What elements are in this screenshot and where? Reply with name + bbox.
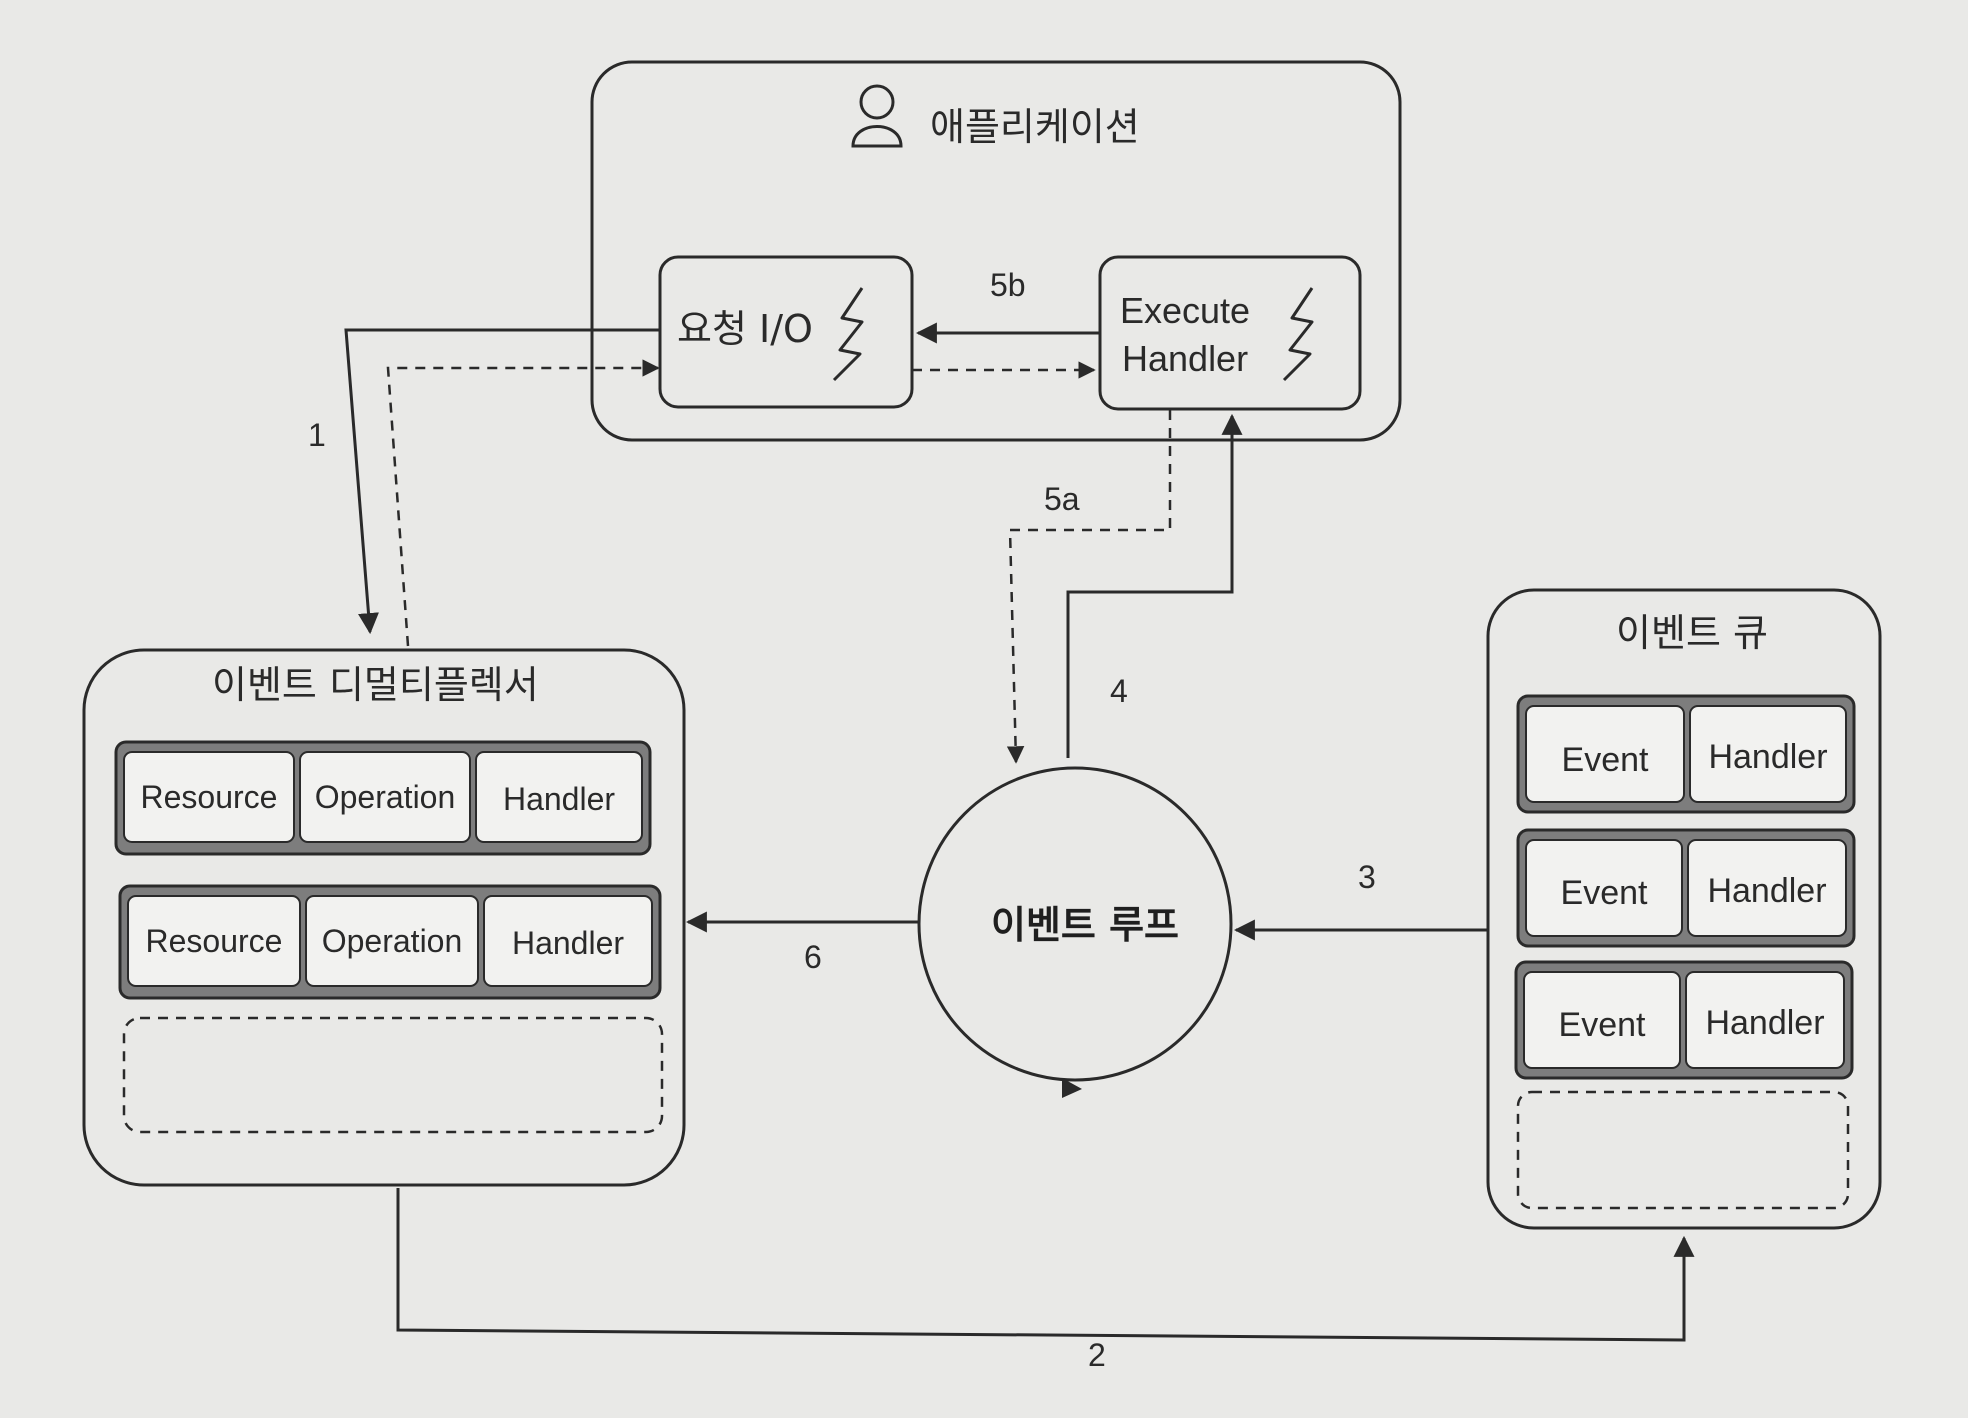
step-label-3: 3 [1358, 859, 1376, 895]
event-loop-circle: 이벤트 루프 [917, 766, 1233, 1098]
arrow-dashed-return-to-io [386, 359, 660, 647]
handler-cell: Handler [1705, 1004, 1824, 1042]
handler-cell: Handler [512, 925, 624, 961]
execute-handler-box: Execute Handler [1098, 255, 1362, 411]
resource-cell: Resource [141, 779, 278, 815]
event-queue-box: 이벤트 큐 Event Handler Event Handler Event … [1486, 588, 1882, 1230]
empty-slot [1516, 1090, 1850, 1210]
arrow-step-4 [1066, 413, 1243, 758]
execute-handler-label-line2: Handler [1122, 338, 1248, 379]
request-io-box: 요청 I/O [658, 255, 914, 409]
empty-slot [122, 1016, 664, 1134]
event-cell: Event [1561, 874, 1648, 912]
step-label-6: 6 [804, 939, 822, 975]
queue-row: Event Handler [1516, 694, 1856, 814]
loop-direction-arrowhead [1062, 1078, 1082, 1098]
step-label-4: 4 [1110, 673, 1128, 709]
handler-cell: Handler [503, 781, 615, 817]
step-label-5a: 5a [1044, 481, 1080, 517]
operation-cell: Operation [315, 779, 456, 815]
handler-cell: Handler [1707, 872, 1826, 910]
event-cell: Event [1559, 1006, 1646, 1044]
application-box: 애플리케이션 요청 I/O Execute Handler [590, 60, 1402, 442]
lightning-icon [832, 287, 864, 382]
event-demultiplexer-box: 이벤트 디멀티플렉서 Resource Operation Handler Re… [82, 648, 686, 1187]
resource-cell: Resource [146, 923, 283, 959]
application-title: 애플리케이션 [930, 105, 1140, 149]
demultiplexer-title: 이벤트 디멀티플렉서 [212, 663, 539, 707]
execute-handler-label-line1: Execute [1120, 290, 1250, 331]
event-loop-label: 이벤트 루프 [991, 903, 1179, 947]
step-label-2: 2 [1088, 1337, 1106, 1373]
user-icon [851, 84, 903, 148]
request-io-label: 요청 I/O [677, 307, 813, 351]
event-queue-title: 이벤트 큐 [1616, 611, 1768, 655]
demux-row: Resource Operation Handler [114, 740, 652, 856]
event-cell: Event [1562, 741, 1649, 779]
lightning-icon [1282, 287, 1314, 382]
arrow-step-5a [1006, 410, 1172, 764]
queue-row: Event Handler [1516, 828, 1856, 948]
handler-cell: Handler [1708, 738, 1827, 776]
step-label-1: 1 [308, 417, 326, 453]
step-label-5b: 5b [990, 267, 1026, 303]
arrow-step-1 [344, 328, 660, 635]
queue-row: Event Handler [1514, 960, 1854, 1080]
operation-cell: Operation [322, 923, 463, 959]
demux-row: Resource Operation Handler [118, 884, 662, 1000]
arrow-step-2 [396, 1188, 1695, 1342]
